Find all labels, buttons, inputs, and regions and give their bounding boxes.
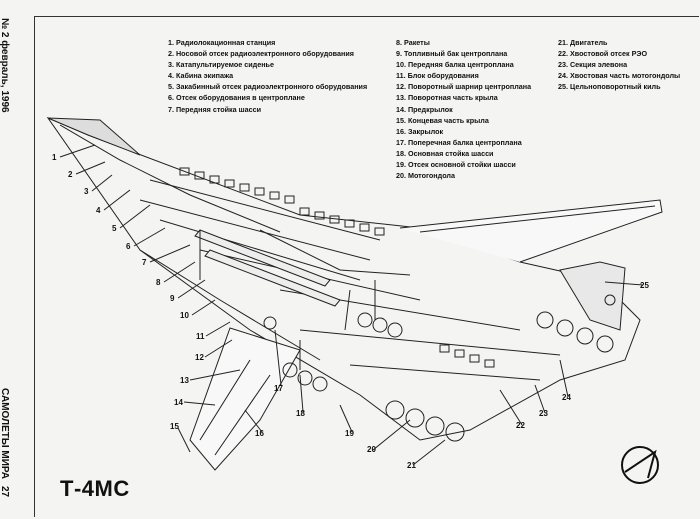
legend-item: 10. Передняя балка центроплана (396, 60, 514, 70)
legend-item: 3. Катапультируемое сиденье (168, 60, 274, 70)
callout-5: 5 (112, 224, 117, 233)
missile (204, 249, 341, 307)
callout-21: 21 (407, 461, 416, 470)
right-wing (399, 199, 663, 263)
callout-23: 23 (539, 409, 548, 418)
legend-item: 2. Носовой отсек радиоэлектронного обору… (168, 49, 354, 59)
legend-item: 15. Концевая часть крыла (396, 115, 489, 125)
missile (194, 229, 331, 287)
legend-column-1: 1. Радиолокационная станция 2. Носовой о… (168, 37, 367, 115)
legend-item: 18. Основная стойка шасси (396, 148, 494, 158)
callout-24: 24 (562, 393, 571, 402)
legend-item: 9. Топливный бак центроплана (396, 49, 508, 59)
legend-item: 12. Поворотный шарнир центроплана (396, 82, 532, 92)
callout-2: 2 (68, 170, 73, 179)
callout-18: 18 (296, 409, 305, 418)
legend-item: 5. Закабинный отсек радиоэлектронного об… (168, 82, 368, 92)
callout-4: 4 (96, 206, 101, 215)
legend-item: 11. Блок оборудования (396, 71, 479, 81)
legend-item: 1. Радиолокационная станция (168, 38, 276, 47)
callout-3: 3 (84, 187, 89, 196)
fuselage-outline (46, 116, 641, 441)
callout-25: 25 (640, 281, 649, 290)
callout-15: 15 (170, 422, 179, 431)
legend-item: 17. Поперечная балка центроплана (396, 137, 522, 147)
legend-item: 7. Передняя стойка шасси (168, 104, 262, 114)
callout-8: 8 (156, 278, 161, 287)
callout-17: 17 (274, 384, 283, 393)
callout-12: 12 (195, 353, 204, 362)
legend-item: 20. Мотогондола (396, 171, 455, 181)
legend-item: 6. Отсек оборудования в центроплане (168, 93, 305, 103)
legend-column-2: 8. Ракеты 9. Топливный бак центроплана 1… (396, 37, 531, 181)
legend-item: 19. Отсек основной стойки шасси (396, 160, 516, 170)
legend-column-3: 21. Двигатель 22. Хвостовой отсек РЭО 23… (558, 37, 680, 92)
nose-cone (47, 117, 141, 156)
left-wing (189, 327, 301, 471)
callout-19: 19 (345, 429, 354, 438)
legend-item: 8. Ракеты (396, 38, 430, 47)
callout-13: 13 (180, 376, 189, 385)
legend-item: 22. Хвостовой отсек РЭО (558, 49, 648, 59)
tail-fin (559, 261, 626, 331)
callout-16: 16 (255, 429, 264, 438)
aircraft-title: Т-4МС (60, 476, 130, 501)
legend-item: 21. Двигатель (558, 38, 608, 47)
callout-22: 22 (516, 421, 525, 430)
legend-item: 13. Поворотная часть крыла (396, 93, 498, 103)
page-frame (34, 16, 699, 517)
legend-item: 23. Секция элевона (558, 60, 628, 70)
callout-6: 6 (126, 242, 131, 251)
callout-10: 10 (180, 311, 189, 320)
callout-9: 9 (170, 294, 175, 303)
sukhoi-logo (621, 446, 659, 484)
callout-7: 7 (142, 258, 147, 267)
legend-item: 24. Хвостовая часть мотогондолы (558, 71, 681, 81)
legend-item: 4. Кабина экипажа (168, 71, 234, 81)
callout-1: 1 (52, 153, 57, 162)
callout-11: 11 (196, 332, 205, 341)
legend-item: 14. Предкрылок (396, 104, 453, 114)
callout-20: 20 (367, 445, 376, 454)
legend-item: 16. Закрылок (396, 126, 444, 136)
legend-item: 25. Цельноповоротный киль (558, 82, 661, 92)
callout-14: 14 (174, 398, 183, 407)
